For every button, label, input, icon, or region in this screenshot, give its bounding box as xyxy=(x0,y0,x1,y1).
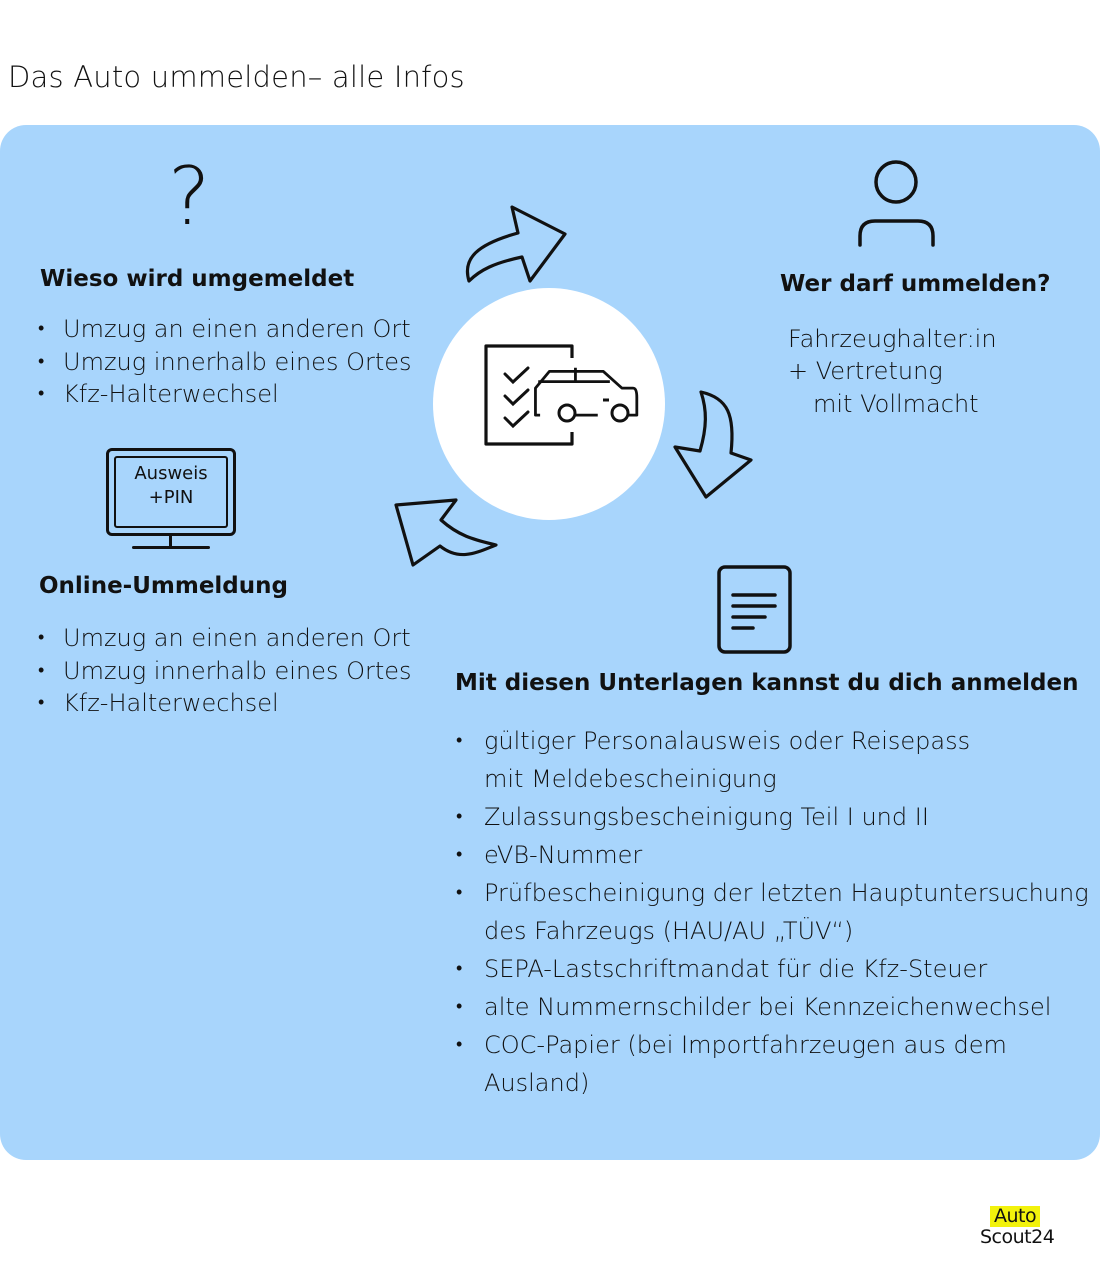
monitor-icon: Ausweis +PIN xyxy=(106,448,236,536)
autoscout24-logo: Auto Scout24 xyxy=(980,1206,1055,1248)
list-item: eVB-Nummer xyxy=(456,836,1096,874)
documents-list: gültiger Personalausweis oder Reisepass … xyxy=(456,722,1096,1102)
document-icon xyxy=(717,565,792,654)
list-item: gültiger Personalausweis oder Reisepass … xyxy=(456,722,1004,798)
list-item: Kfz-Halterwechsel xyxy=(38,378,412,411)
online-list: Umzug an einen anderen Ort Umzug innerha… xyxy=(38,622,412,720)
list-item: Umzug innerhalb eines Ortes xyxy=(38,655,412,688)
center-circle xyxy=(433,288,665,520)
logo-scout24: Scout24 xyxy=(980,1226,1055,1248)
title-text: Das Auto ummelden– alle Infos xyxy=(8,60,465,94)
documents-heading: Mit diesen Unterlagen kannst du dich anm… xyxy=(455,670,1079,696)
screen-text: Ausweis xyxy=(134,463,208,484)
monitor-base xyxy=(132,546,210,549)
question-mark-icon: ? xyxy=(168,150,211,243)
person-icon xyxy=(858,160,935,247)
list-item: COC-Papier (bei Importfahrzeugen aus dem… xyxy=(456,1026,1024,1102)
checklist-car-icon xyxy=(484,344,639,446)
list-item: SEPA-Lastschriftmandat für die Kfz-Steue… xyxy=(456,950,1096,988)
page-title: Das Auto ummelden– alle Infos xyxy=(0,53,465,102)
who-line: mit Vollmacht xyxy=(813,390,979,418)
list-item: Umzug an einen anderen Ort xyxy=(38,622,412,655)
why-list: Umzug an einen anderen Ort Umzug innerha… xyxy=(38,313,412,411)
screen-text: +PIN xyxy=(148,487,194,508)
monitor-stand xyxy=(169,535,172,547)
list-item: Prüfbescheinigung der letzten Hauptunter… xyxy=(456,874,1096,950)
list-item: alte Nummernschilder bei Kennzeichenwech… xyxy=(456,988,1096,1026)
list-item: Kfz-Halterwechsel xyxy=(38,687,412,720)
who-line: Fahrzeughalter:in xyxy=(788,325,997,353)
who-line: + Vertretung xyxy=(788,357,943,385)
list-item: Zulassungsbescheinigung Teil I und II xyxy=(456,798,1096,836)
why-heading: Wieso wird umgemeldet xyxy=(40,266,355,292)
who-heading: Wer darf ummelden? xyxy=(780,271,1051,297)
logo-auto: Auto xyxy=(990,1206,1041,1227)
online-heading: Online-Ummeldung xyxy=(39,573,288,599)
monitor-screen: Ausweis +PIN xyxy=(114,456,228,528)
list-item: Umzug innerhalb eines Ortes xyxy=(38,346,412,379)
list-item: Umzug an einen anderen Ort xyxy=(38,313,412,346)
